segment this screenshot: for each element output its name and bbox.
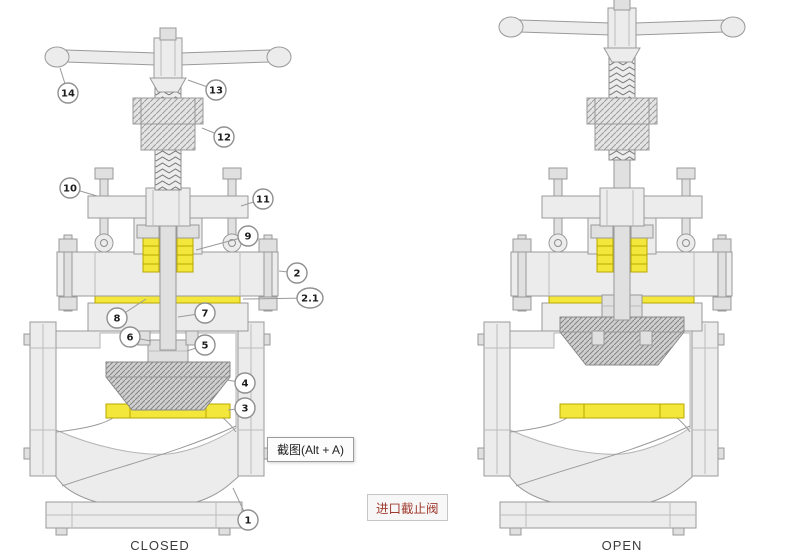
callout-14: 14 xyxy=(57,67,79,104)
valve-open-view xyxy=(477,0,746,536)
callout-13: 13 xyxy=(187,79,227,101)
callout-balloons: 14 13 12 10 11 9 2 2.1 8 7 6 5 4 3 1 xyxy=(57,67,324,531)
callout-3: 3 xyxy=(227,397,256,419)
valve-yoke-and-packing xyxy=(512,167,732,312)
svg-text:10: 10 xyxy=(63,184,77,195)
callout-8: 8 xyxy=(106,298,147,329)
closed-caption: CLOSED xyxy=(130,538,190,553)
open-caption: OPEN xyxy=(601,538,643,553)
svg-text:6: 6 xyxy=(127,333,134,344)
product-label: 进口截止阀 xyxy=(367,494,448,521)
callout-12: 12 xyxy=(201,126,235,148)
callout-4: 4 xyxy=(226,372,256,394)
callout-11: 11 xyxy=(240,188,274,210)
svg-text:12: 12 xyxy=(217,133,231,144)
valve-gland-nut xyxy=(586,97,658,151)
svg-text:13: 13 xyxy=(209,86,223,97)
svg-text:11: 11 xyxy=(256,195,270,206)
callout-2.1: 2.1 xyxy=(242,287,324,309)
svg-text:3: 3 xyxy=(242,404,249,415)
svg-text:5: 5 xyxy=(202,341,209,352)
valve-body xyxy=(477,251,733,536)
svg-text:4: 4 xyxy=(242,379,249,390)
valve-handwheel xyxy=(44,27,292,93)
callout-2: 2 xyxy=(278,262,308,284)
valve-closed-view xyxy=(23,27,292,536)
valve-handwheel xyxy=(498,0,746,63)
svg-text:7: 7 xyxy=(202,309,209,320)
callout-1: 1 xyxy=(232,487,259,531)
svg-text:2: 2 xyxy=(294,269,301,280)
svg-text:1: 1 xyxy=(245,516,252,527)
callout-5: 5 xyxy=(186,334,216,356)
callout-10: 10 xyxy=(59,177,98,199)
callout-7: 7 xyxy=(177,302,216,324)
callout-9: 9 xyxy=(195,225,259,251)
callout-6: 6 xyxy=(119,326,152,348)
svg-text:2.1: 2.1 xyxy=(301,294,319,305)
svg-text:9: 9 xyxy=(245,232,252,243)
svg-text:8: 8 xyxy=(114,314,121,325)
valve-gland-nut xyxy=(132,97,204,151)
svg-text:14: 14 xyxy=(61,89,75,100)
screenshot-hotkey-tooltip: 截图(Alt + A) xyxy=(267,437,355,462)
valve-yoke-and-packing xyxy=(58,167,278,312)
